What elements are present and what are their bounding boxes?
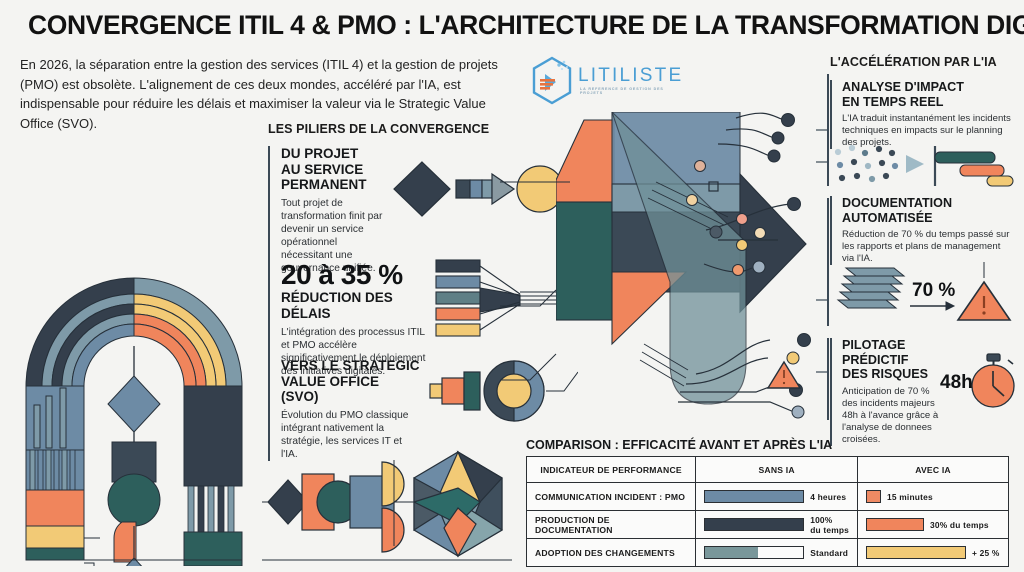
ai-3-title-line2: DES RISQUES <box>842 367 929 381</box>
bottom-geometry-illustration <box>262 450 512 561</box>
pillar-item-1: DU PROJET AU SERVICE PERMANENT Tout proj… <box>268 146 386 275</box>
row-1-before-bar <box>704 490 805 503</box>
row-1-before: 4 heures <box>695 482 859 511</box>
brand-logo: LITILISTE LA REFERENCE DE GESTION DES PR… <box>530 55 684 107</box>
row-3-before: Standard <box>695 538 859 567</box>
pillar-1-title-line3: PERMANENT <box>281 177 367 192</box>
row-2-before-bar <box>704 518 805 531</box>
center-left-connectors <box>500 181 570 381</box>
row-2-indicator: PRODUCTION DE DOCUMENTATION <box>525 510 697 539</box>
ai-3-title-line1: PILOTAGE PRÉDICTIF <box>842 338 909 367</box>
row-3-before-label: Standard <box>810 547 849 558</box>
central-abstract-illustration <box>556 112 811 419</box>
ai-1-title-line1: ANALYSE D'IMPACT <box>842 80 964 94</box>
row-1-after: 15 minutes <box>857 482 1009 511</box>
row-1-after-bar <box>866 490 882 503</box>
row-1-indicator: COMMUNICATION INCIDENT : PMO <box>525 482 697 511</box>
row-3-after-bar <box>866 546 967 559</box>
row-3-after: + 25 % <box>857 538 1009 567</box>
pillar-1-illustration <box>393 161 570 217</box>
col-before: SANS IA <box>695 456 859 483</box>
pillar-3-title: VERS LE STRATEGIC VALUE OFFICE (SVO) <box>281 358 420 405</box>
pillar-3-title-line1: VERS LE STRATEGIC <box>281 358 420 373</box>
row-2-after: 30% du temps <box>857 510 1009 539</box>
row-1-after-label: 15 minutes <box>887 491 933 502</box>
ai-item-2: DOCUMENTATION AUTOMATISÉE Réduction de 7… <box>830 196 1014 265</box>
row-2-before: 100% du temps <box>695 510 859 539</box>
ai-2-body: Réduction de 70 % du temps passé sur les… <box>842 229 1010 264</box>
pillar-item-2: 20 à 35 % RÉDUCTION DES DÉLAIS L'intégra… <box>268 260 430 378</box>
col-indicator: INDICATEUR DE PERFORMANCE <box>525 456 697 483</box>
row-2-after-label: 30% du temps <box>930 519 989 530</box>
ai-section-heading: L'ACCÉLÉRATION PAR L'IA <box>830 55 997 69</box>
pillar-1-body: Tout projet de transformation finit par … <box>281 197 383 274</box>
pillar-2-illustration <box>435 259 568 337</box>
logo-wordmark: LITILISTE <box>578 65 684 86</box>
col-after: AVEC IA <box>857 456 1009 483</box>
pillar-1-title-line1: DU PROJET <box>281 146 359 161</box>
stopwatch-icon <box>971 353 1015 408</box>
row-3-before-bar-track <box>704 546 805 559</box>
pillar-2-stat: 20 à 35 % <box>281 259 403 290</box>
pillars-section-heading: LES PILIERS DE LA CONVERGENCE <box>268 122 490 136</box>
ai-1-title-line2: EN TEMPS REEL <box>842 94 944 109</box>
table-row: COMMUNICATION INCIDENT : PMO 4 heures 15… <box>525 482 1009 511</box>
row-3-indicator: ADOPTION DES CHANGEMENTS <box>525 538 697 567</box>
row-2-before-label-line2: du temps <box>810 524 850 535</box>
pillar-3-illustration <box>429 360 578 422</box>
row-2-before-label: 100% du temps <box>810 515 849 535</box>
pillar-item-3: VERS LE STRATEGIC VALUE OFFICE (SVO) Évo… <box>268 358 420 461</box>
table-header-row: INDICATEUR DE PERFORMANCE SANS IA AVEC I… <box>525 456 1009 483</box>
table-row: PRODUCTION DE DOCUMENTATION 100% du temp… <box>525 510 1009 539</box>
row-2-before-label-line1: 100% <box>810 514 833 525</box>
row-1-before-label: 4 heures <box>810 491 847 502</box>
pillar-2-subtitle: RÉDUCTION DES DÉLAIS <box>281 290 393 321</box>
pillar-3-title-line2: VALUE OFFICE (SVO) <box>281 373 380 405</box>
ai-1-title: ANALYSE D'IMPACT EN TEMPS REEL <box>842 80 1012 109</box>
ai-2-title: DOCUMENTATION AUTOMATISÉE <box>842 196 1014 225</box>
ai-column-rules <box>816 74 829 420</box>
comparison-table: INDICATEUR DE PERFORMANCE SANS IA AVEC I… <box>525 456 1009 567</box>
ai-2-title-line2: AUTOMATISÉE <box>842 210 933 225</box>
pillar-3-body: Évolution du PMO classique intégrant nat… <box>281 409 409 460</box>
hexagon-logo-icon <box>532 56 572 105</box>
table-row: ADOPTION DES CHANGEMENTS Standard + 25 % <box>525 538 1009 567</box>
intro-paragraph: En 2026, la séparation entre la gestion … <box>20 57 498 131</box>
comparison-title: COMPARISON : EFFICACITÉ AVANT ET APRÈS L… <box>526 438 833 452</box>
row-3-before-bar-fill <box>705 547 759 558</box>
page-title: CONVERGENCE ITIL 4 & PMO : L'ARCHITECTUR… <box>28 10 1024 40</box>
pillar-1-title-line2: AU SERVICE <box>281 161 364 177</box>
pillar-1-title: DU PROJET AU SERVICE PERMANENT <box>281 146 386 193</box>
ai-item-1: ANALYSE D'IMPACT EN TEMPS REEL L'IA trad… <box>830 80 1012 149</box>
ai-2-title-line1: DOCUMENTATION <box>842 196 953 210</box>
ai-1-body: L'IA traduit instantanément les incident… <box>842 113 1011 148</box>
arch-illustration <box>25 277 243 566</box>
row-2-after-bar <box>866 518 925 531</box>
ai-3-body: Anticipation de 70 % des incidents majeu… <box>842 385 939 445</box>
ai-2-metric: 70 % <box>912 280 956 301</box>
ai-3-metric: 48h <box>940 372 973 393</box>
ai-3-title: PILOTAGE PRÉDICTIF DES RISQUES <box>842 338 940 382</box>
pillar-2-body: L'intégration des processus ITIL et PMO … <box>281 327 426 377</box>
logo-tagline: LA REFERENCE DE GESTION DES PROJETS <box>580 87 664 95</box>
ai-item-3: PILOTAGE PRÉDICTIF DES RISQUES Anticipat… <box>830 338 940 446</box>
row-3-after-label: + 25 % <box>972 547 1000 558</box>
